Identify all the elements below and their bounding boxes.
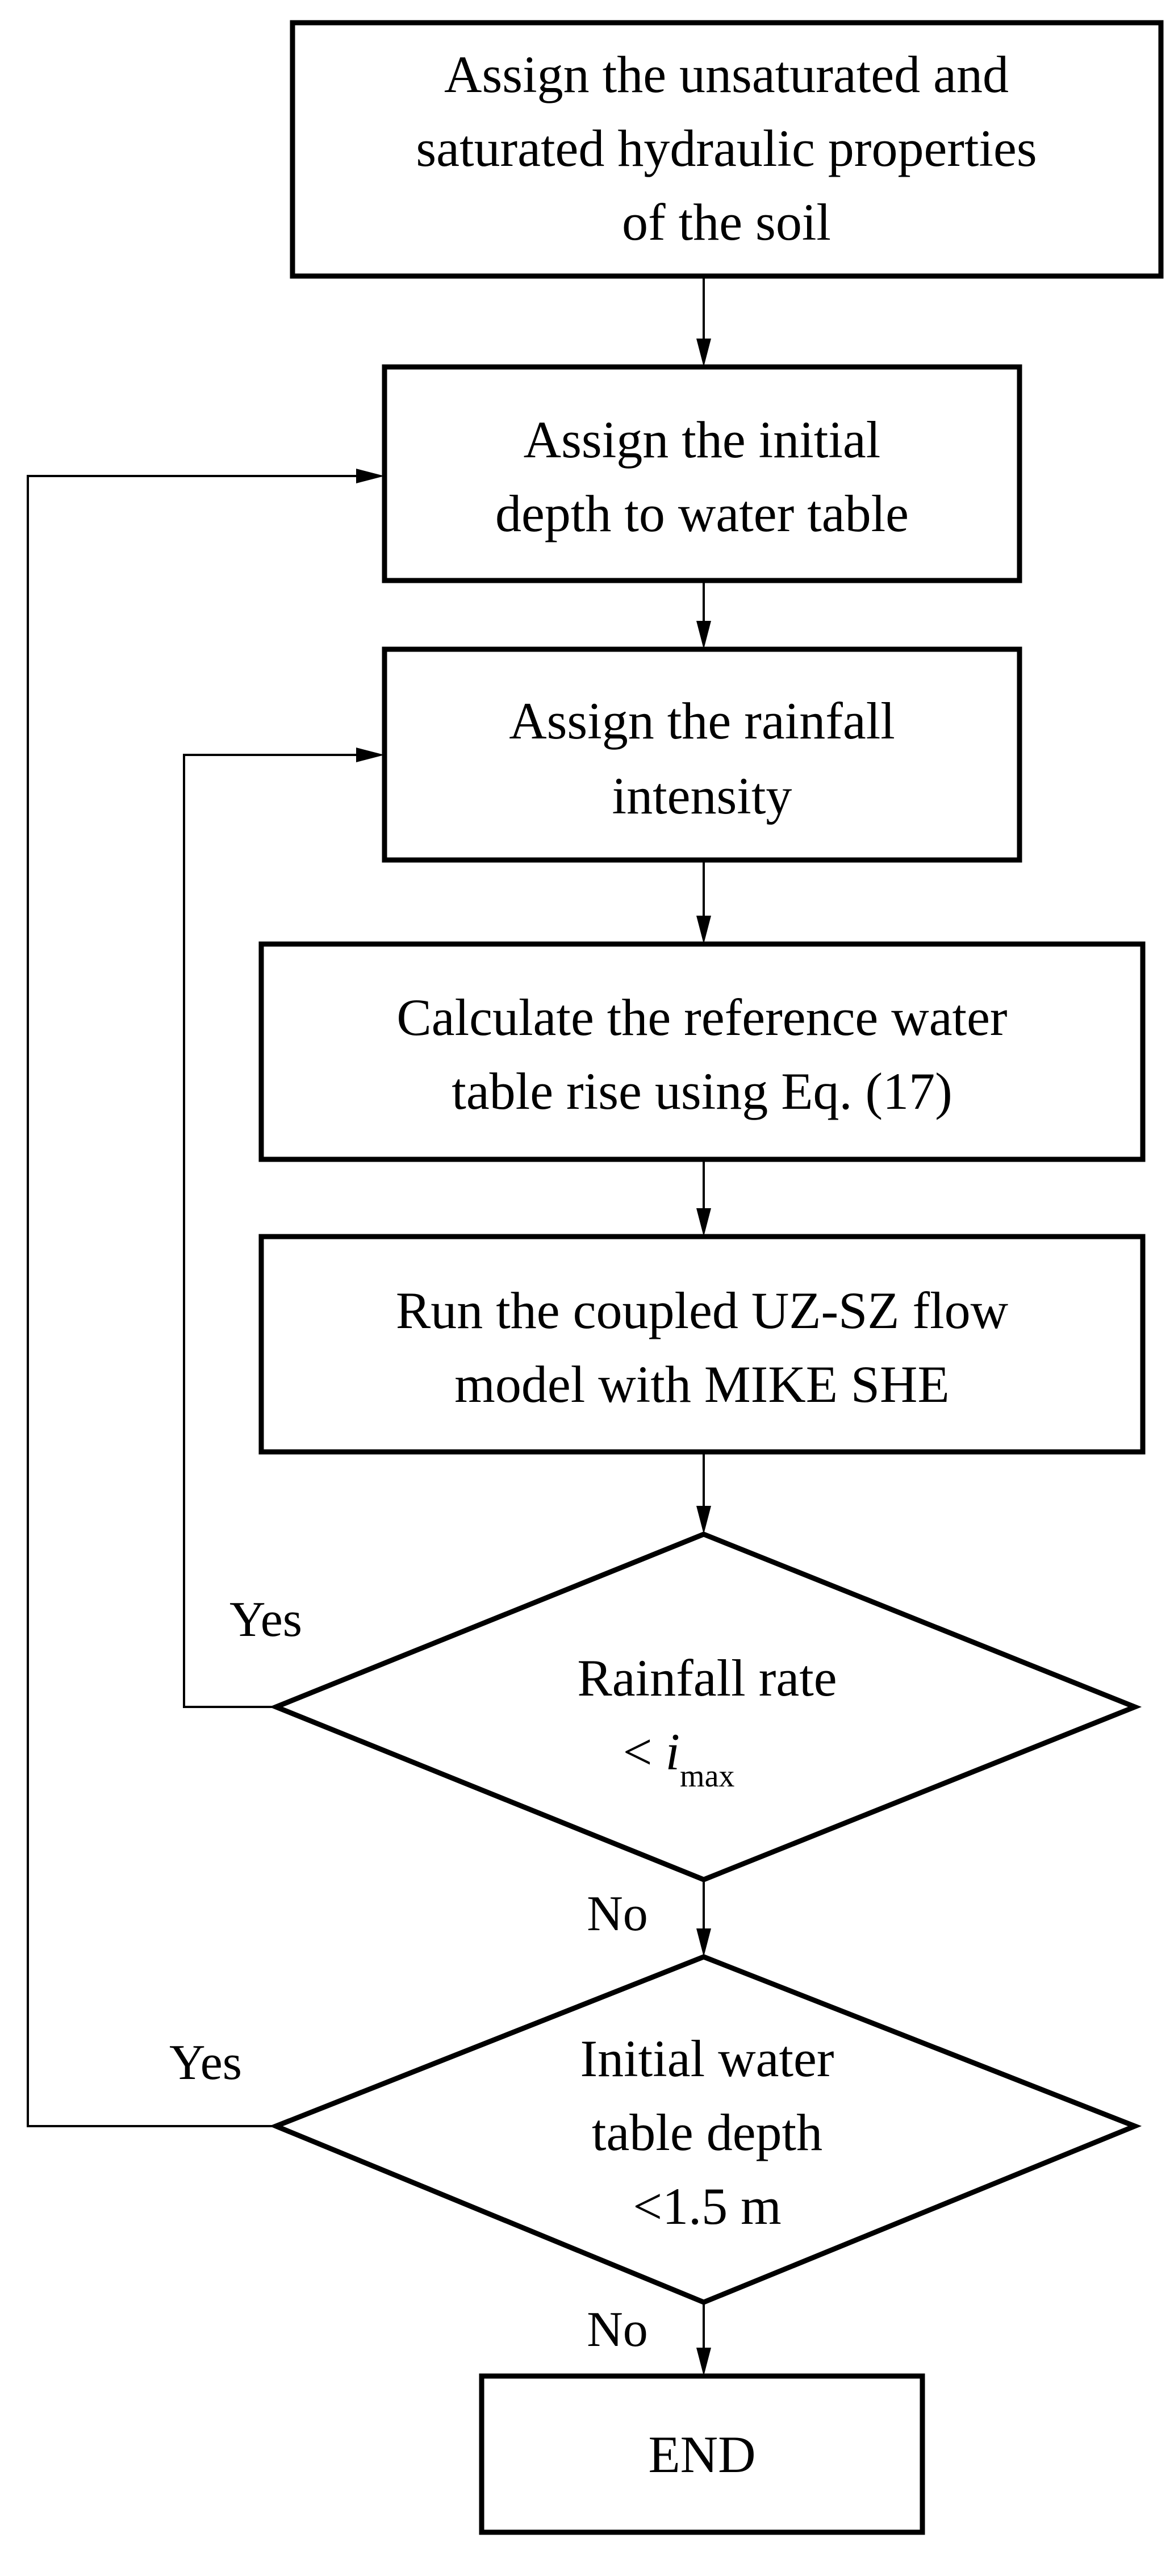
arrowhead xyxy=(696,339,711,367)
arrowhead xyxy=(696,1506,711,1534)
node-text-line: depth to water table xyxy=(495,485,909,542)
edge-d1-n3-yes-loop xyxy=(183,748,385,1708)
node-text-line: of the soil xyxy=(622,193,831,251)
condition-symbol: i xyxy=(665,1723,680,1781)
decision-diamond-rainfall-rate: Rainfall rate < imax xyxy=(269,1531,1142,1882)
node-text-line: model with MIKE SHE xyxy=(454,1355,949,1413)
node-text-line: Assign the rainfall xyxy=(509,692,895,750)
edge-n3-n4 xyxy=(696,860,711,944)
process-box-calculate-reference-rise: Calculate the reference water table rise… xyxy=(258,941,1146,1162)
condition-prefix: < xyxy=(623,1723,666,1781)
edge-n2-n3 xyxy=(696,581,711,649)
node-text-line: Run the coupled UZ-SZ flow xyxy=(396,1281,1009,1339)
edge-label-no-depth: No xyxy=(587,2302,648,2357)
process-box-run-mike-she: Run the coupled UZ-SZ flow model with MI… xyxy=(258,1234,1146,1455)
node-text-line: Assign the unsaturated and xyxy=(444,45,1009,103)
node-text-line: Initial water xyxy=(580,2030,834,2087)
node-text-line: saturated hydraulic properties xyxy=(416,119,1037,177)
node-text-line: intensity xyxy=(612,767,792,825)
edge-label-yes-rainfall: Yes xyxy=(229,1592,302,1647)
condition-subscript: max xyxy=(680,1759,734,1794)
edge-n4-n5 xyxy=(696,1159,711,1237)
edge-n1-n2 xyxy=(696,276,711,367)
edge-d2-n2-yes-loop xyxy=(27,469,385,2127)
edge-d2-end-no xyxy=(696,2302,711,2376)
edge-label-yes-depth: Yes xyxy=(169,2035,242,2090)
arrowhead xyxy=(356,469,385,483)
arrowhead xyxy=(696,2348,711,2376)
node-text-line: Assign the initial xyxy=(524,411,881,469)
node-text-line: <1.5 m xyxy=(633,2177,781,2235)
node-text-line: Calculate the reference water xyxy=(396,988,1007,1046)
node-text-line: table depth xyxy=(592,2103,822,2161)
condition-text: < imax xyxy=(623,1723,735,1794)
arrowhead xyxy=(356,748,385,762)
process-box-assign-soil-properties: Assign the unsaturated and saturated hyd… xyxy=(290,20,1164,279)
process-box-assign-rainfall-intensity: Assign the rainfall intensity xyxy=(382,646,1022,863)
arrowhead xyxy=(696,916,711,944)
node-text-line: table rise using Eq. (17) xyxy=(452,1062,952,1120)
edge-label-no-rainfall: No xyxy=(587,1886,648,1942)
terminal-box-end: END xyxy=(479,2373,925,2535)
node-text-line: Rainfall rate xyxy=(577,1649,837,1707)
decision-diamond-water-table-depth: Initial water table depth <1.5 m xyxy=(269,1954,1142,2305)
arrowhead xyxy=(696,621,711,649)
arrowhead xyxy=(696,1928,711,1957)
node-text-line: END xyxy=(648,2425,755,2483)
process-box-assign-initial-depth: Assign the initial depth to water table xyxy=(382,364,1022,583)
arrowhead xyxy=(696,1208,711,1237)
edge-n5-d1 xyxy=(696,1452,711,1534)
edge-d1-d2-no xyxy=(696,1880,711,1957)
